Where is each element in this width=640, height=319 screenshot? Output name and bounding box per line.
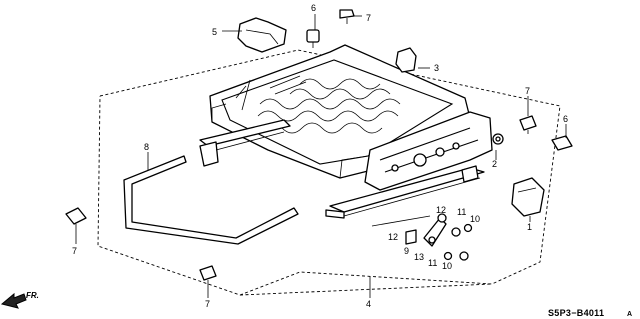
assembly-boundary-bottom <box>239 283 493 296</box>
callout-6-top: 6 <box>311 3 316 13</box>
diagram-code-text: S5P3−B4011 <box>548 308 604 318</box>
callout-6-right: 6 <box>563 114 568 124</box>
bolt-left <box>65 207 87 232</box>
seat-frame <box>209 44 493 191</box>
callout-2: 2 <box>492 159 497 169</box>
bolt-top <box>306 29 320 48</box>
callout-11-bottom: 11 <box>428 258 437 268</box>
hardware-cluster <box>405 213 473 261</box>
callout-5: 5 <box>212 27 217 37</box>
bolt-bottom <box>199 265 217 290</box>
callout-4: 4 <box>366 299 371 309</box>
diagram-code-suffix: A <box>627 311 632 318</box>
leader-lines <box>75 14 567 298</box>
callout-10-top: 10 <box>470 214 480 224</box>
side-cover-part-1 <box>511 177 545 217</box>
callout-10-bottom: 10 <box>442 261 452 271</box>
direction-label: FR. <box>26 291 39 300</box>
callout-1: 1 <box>527 222 532 232</box>
left-slide-rail <box>199 119 291 167</box>
callout-7-left: 7 <box>72 246 77 256</box>
right-slide-rail <box>325 165 485 219</box>
nut-part-2 <box>492 133 504 145</box>
bolt-top-center <box>339 9 355 24</box>
towel-bar <box>123 155 299 245</box>
callout-3: 3 <box>434 63 439 73</box>
callout-12-left: 12 <box>388 232 398 242</box>
callout-7-top: 7 <box>366 13 371 23</box>
callout-9: 9 <box>404 246 409 256</box>
callout-numbers: 5 6 7 3 7 6 2 1 8 7 7 4 12 11 10 12 9 13… <box>72 3 568 309</box>
clip-part-3 <box>395 47 417 73</box>
bolt-right <box>519 115 537 134</box>
seat-cover-bracket <box>237 17 287 53</box>
callout-7-bottom: 7 <box>205 299 210 309</box>
front-direction-arrow: FR. <box>0 291 39 309</box>
callout-11-top: 11 <box>457 207 466 217</box>
diagram-code: S5P3−B4011 A <box>548 308 632 318</box>
bolt-right-lower <box>551 135 573 151</box>
callout-7-right: 7 <box>525 86 530 96</box>
callout-8: 8 <box>144 142 149 152</box>
callout-13: 13 <box>414 252 424 262</box>
callout-12-top: 12 <box>436 205 446 215</box>
